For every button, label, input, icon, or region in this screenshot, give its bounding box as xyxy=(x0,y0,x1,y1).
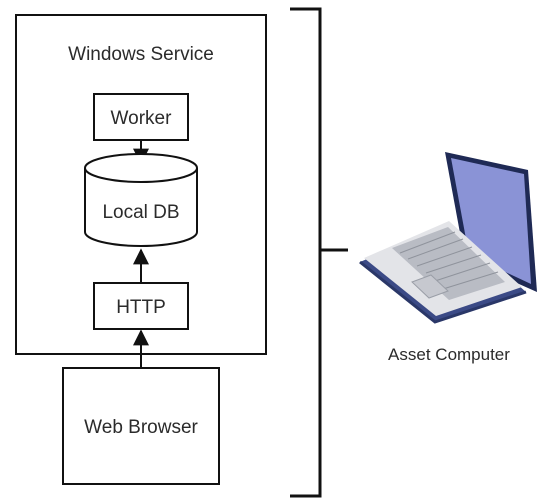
windows-service-title: Windows Service xyxy=(68,44,214,65)
local-db-cylinder: Local DB xyxy=(84,153,198,247)
worker-box: Worker xyxy=(93,93,189,141)
web-browser-box: Web Browser xyxy=(62,367,220,485)
laptop-icon xyxy=(359,152,537,324)
local-db-label: Local DB xyxy=(102,202,179,223)
asset-computer-label: Asset Computer xyxy=(388,345,510,364)
http-box: HTTP xyxy=(93,282,189,330)
grouping-bracket xyxy=(290,7,348,498)
http-label: HTTP xyxy=(116,297,166,318)
worker-label: Worker xyxy=(111,108,173,129)
web-browser-label: Web Browser xyxy=(84,417,198,438)
